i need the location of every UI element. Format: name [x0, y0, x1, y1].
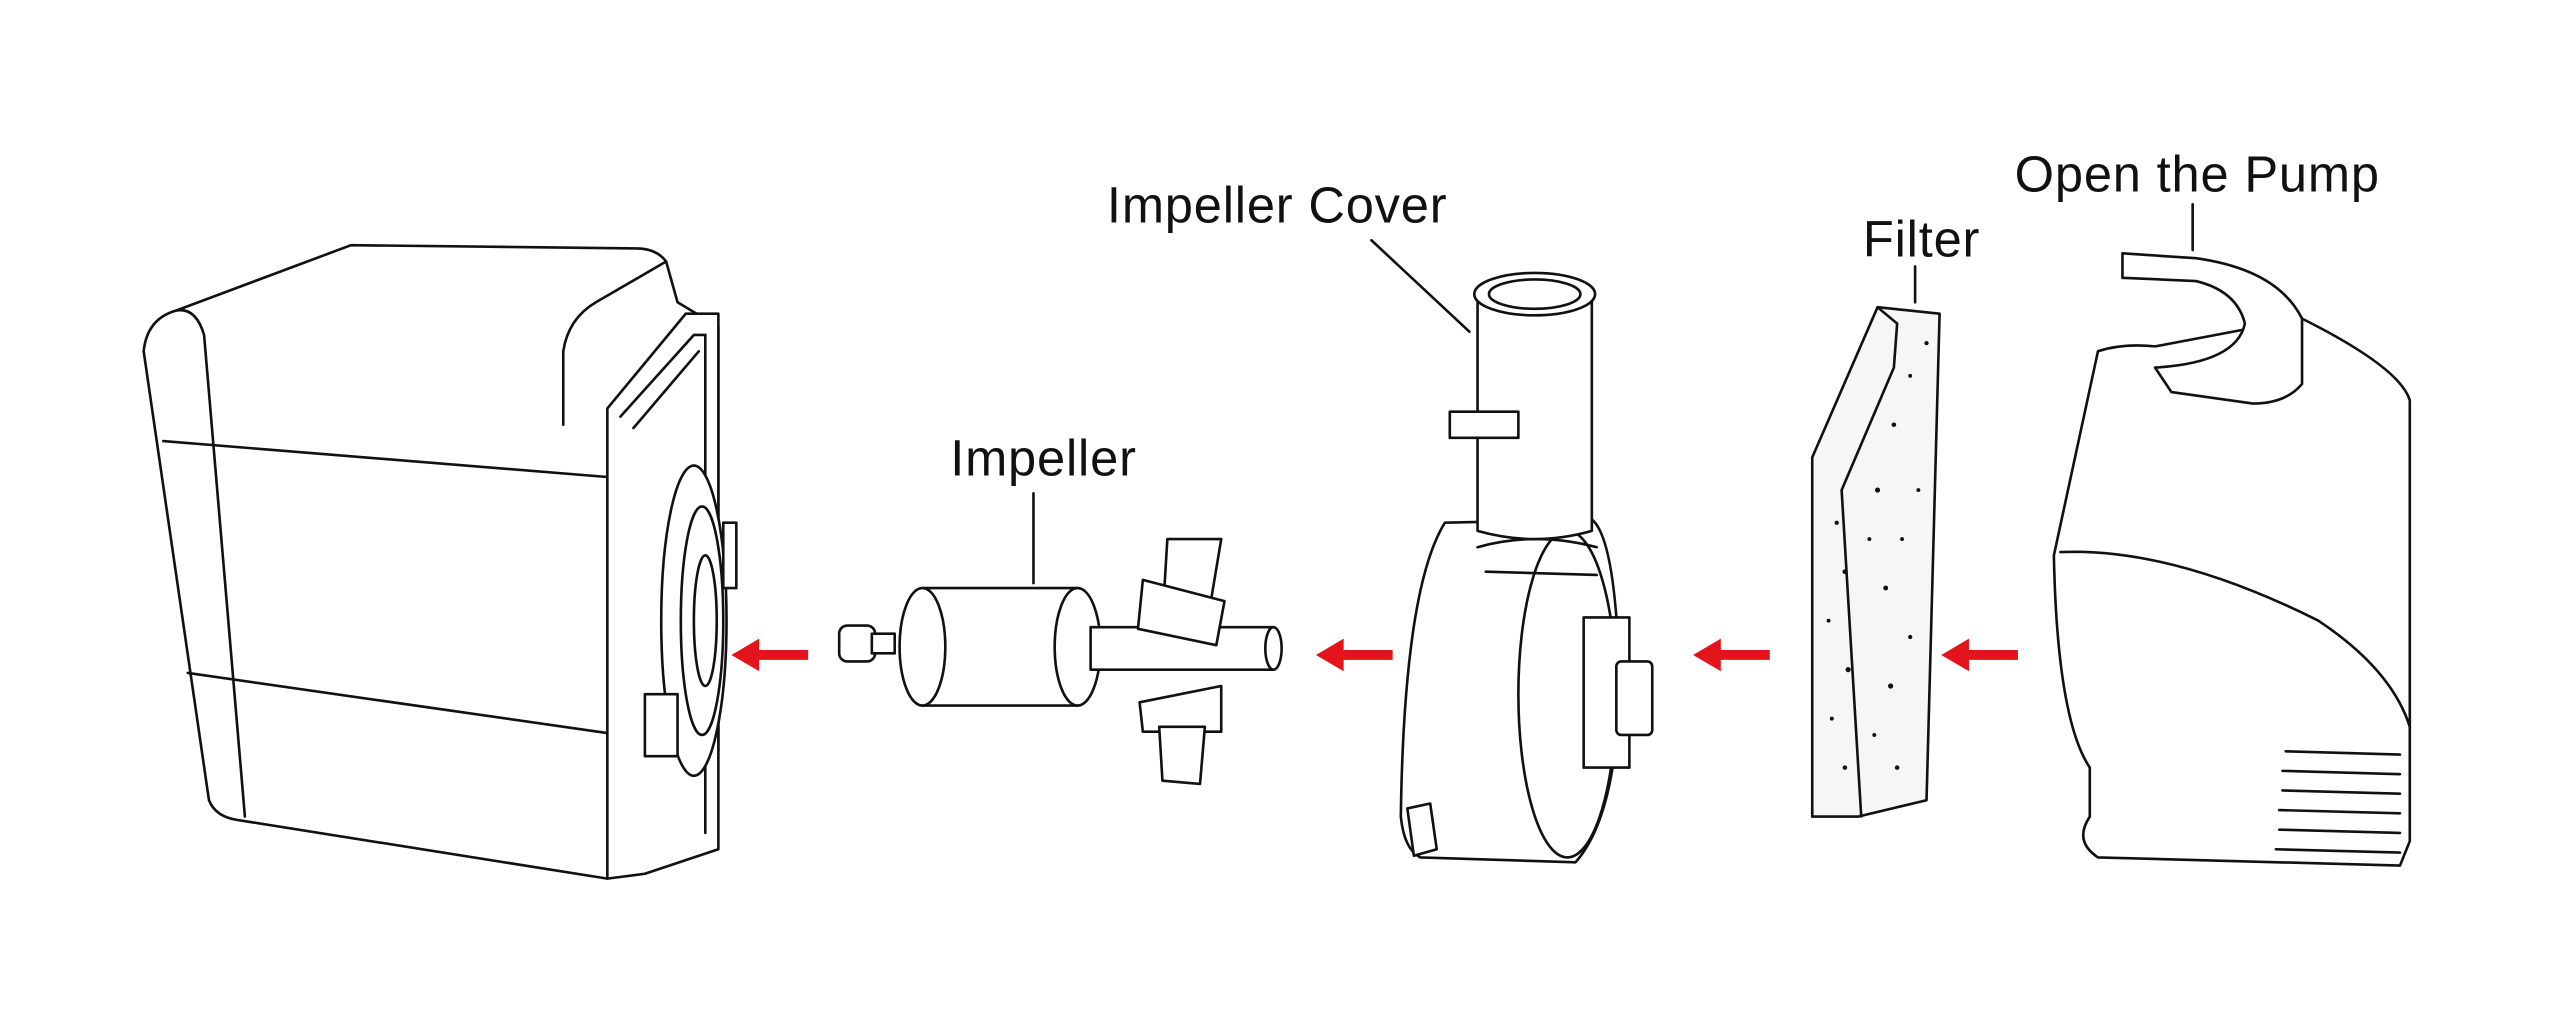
impeller-cover [1399, 271, 1654, 864]
pump-front-housing [2052, 252, 2412, 867]
arrow-left-icon [731, 638, 809, 672]
label-impeller-cover: Impeller Cover [1107, 176, 1448, 233]
motor-housing [142, 243, 738, 880]
label-open-the-pump: Open the Pump [2015, 145, 2380, 202]
arrow-left-icon [1693, 638, 1770, 672]
filter [1810, 305, 1941, 818]
label-filter: Filter [1863, 211, 1980, 268]
arrow-left-icon [1941, 638, 2018, 672]
pump-vents [2274, 749, 2402, 854]
filter-foam-dots [1826, 341, 1929, 770]
impeller [837, 537, 1283, 786]
label-impeller: Impeller [950, 429, 1137, 486]
impeller-cover-leader [1370, 238, 1471, 334]
arrow-left-icon [1315, 638, 1393, 672]
